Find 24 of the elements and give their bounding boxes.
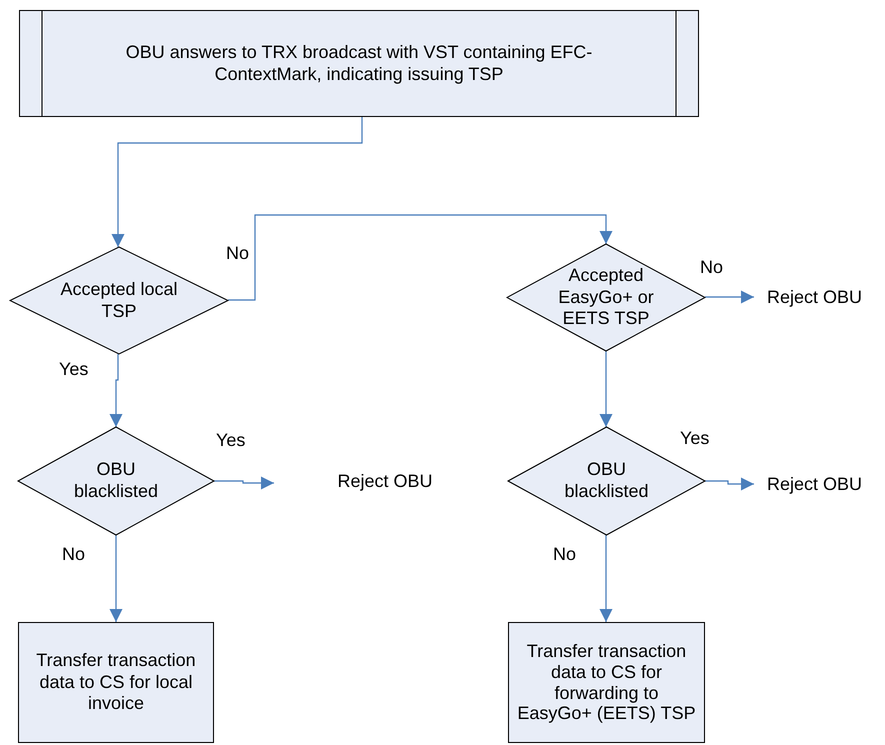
- arrow: [110, 535, 122, 622]
- arrow: [600, 535, 612, 622]
- arrow: [600, 351, 612, 427]
- arrow: [228, 214, 612, 301]
- arrow: [214, 476, 274, 490]
- node-text: Accepted EasyGo+ or EETS TSP: [557, 265, 655, 330]
- node-text: OBU answers to TRX broadcast with VST containing EFC-ContextMark, indicating issuing TSP: [124, 42, 594, 86]
- process-box: [18, 622, 214, 743]
- node-text: OBU blacklisted: [563, 459, 650, 503]
- terminal-text: Reject OBU: [767, 287, 862, 309]
- arrow: [110, 354, 122, 427]
- process-box: [508, 622, 705, 743]
- node-text: Accepted local TSP: [59, 278, 179, 322]
- decision-diamond: [18, 427, 214, 535]
- terminal-text: Reject OBU: [767, 474, 862, 496]
- predefined-process-box: [19, 10, 699, 117]
- node-text: Transfer transaction data to CS for forwarding to EasyGo+ (EETS) TSP: [516, 641, 696, 724]
- arrow: [705, 290, 754, 304]
- node-text: Transfer transaction data to CS for local invoice: [35, 650, 197, 715]
- arrow: [112, 117, 363, 247]
- terminal-text: Reject OBU: [337, 471, 433, 493]
- arrow: [705, 478, 754, 490]
- decision-diamond: [10, 247, 228, 354]
- node-text: OBU blacklisted: [72, 459, 160, 503]
